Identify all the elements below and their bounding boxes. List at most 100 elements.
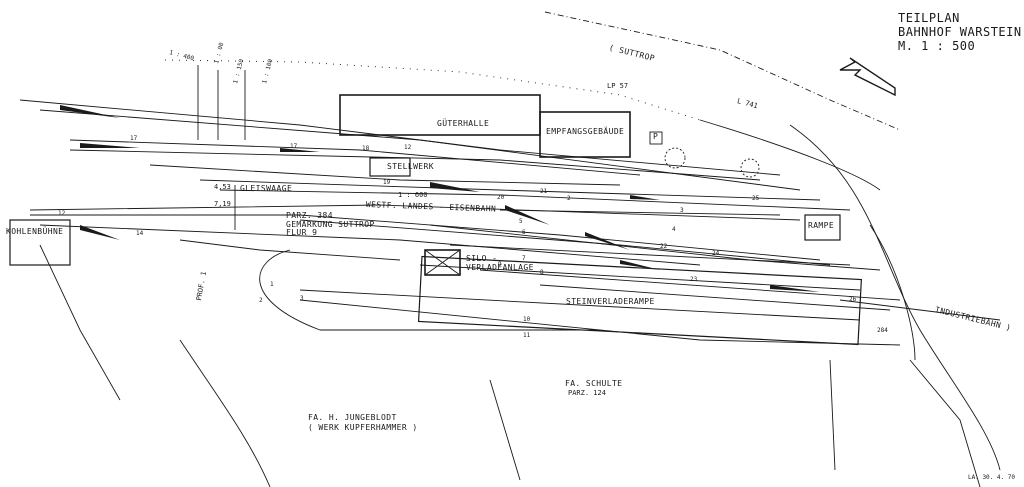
track-number: 22 [660,243,668,250]
switch-wedge-5 [505,205,550,225]
track-number: 2 [567,195,571,202]
track-number: 20 [497,194,505,201]
label-empfangsgebaeude: EMPFANGSGEBÄUDE [546,127,625,136]
label-date: LA. 30. 4. 70 [968,474,1015,481]
label-parz384: PARZ. 384 [286,211,333,220]
steinverladerampe-outline [417,255,863,346]
track-number: 23 [690,276,698,283]
track-curve-loop [259,249,600,331]
track-number: 7 [522,255,526,262]
track-number: 9 [498,261,502,268]
label-werk: ( WERK KUPFERHAMMER ) [308,423,418,432]
switch-wedge-7 [620,260,660,270]
track-number: 18 [362,145,370,152]
track-number: 26 [849,296,857,303]
rampe-box [804,214,841,241]
label-dim-453: 4,53 [214,183,231,191]
road-suttrop [544,11,901,131]
track-number: 12 [58,210,66,217]
switch-wedge-6 [585,232,630,250]
track-21 [219,189,851,211]
road-outer-curve [789,124,1001,471]
switch-wedge-9 [80,225,120,240]
track-14 [39,224,701,266]
track-17 [69,139,641,176]
track-number: 3 [300,295,304,302]
track-number: 12 [404,144,412,151]
switch-wedge-10 [630,195,660,200]
track-industriebahn [839,299,1001,321]
track-number: 19 [383,179,391,186]
track-number: 4 [672,226,676,233]
track-curve-west [179,239,401,261]
track-upper-2 [39,109,801,191]
label-parz124: PARZ. 124 [568,389,606,397]
ground-boundary-left [39,244,121,401]
tree-circle-2 [740,158,760,178]
switch-wedge-8 [770,285,820,292]
dim-boundary-right [909,359,981,487]
label-schulte: FA. SCHULTE [565,379,623,388]
track-number: 17 [130,135,138,142]
track-number: 24 [712,250,720,257]
track-18 [69,149,761,181]
stellwerk-building [369,157,411,177]
kohlenbuehne-box [9,219,71,266]
label-flur: FLUR 9 [286,228,318,237]
track-3 [499,209,781,216]
track-number: 2 [259,297,263,304]
label-stellwerk: STELLWERK [387,162,434,171]
label-jungebloedt: FA. H. JUNGEBLODT [308,413,397,422]
track-number: 5 [519,218,523,225]
tree-circle-1 [664,147,686,169]
silo-cross [424,249,461,276]
track-number: 14 [136,230,144,237]
track-number: 6 [522,229,526,236]
label-scale-600: 1 : 600 [398,191,428,199]
label-gueterhalle: GÜTERHALLE [437,119,490,128]
switch-wedge-3 [280,148,320,152]
switch-wedge-1 [60,105,120,118]
track-8 [419,264,861,291]
track-10 [299,289,861,321]
track-12 [29,204,801,221]
title-line-2: BAHNHOF WARSTEIN [898,25,1022,39]
dim-boundary-bottom-1 [489,379,521,481]
track-4 [449,244,851,266]
track-number: 25 [752,195,760,202]
label-dim-719: 7,19 [214,200,231,208]
gueterhalle-building [339,94,541,136]
silo-building [424,249,461,276]
track-number: 1 [270,281,274,288]
label-silo: SILO - [466,254,498,263]
track-19 [149,164,621,186]
parking-box [649,131,663,145]
road-inner-curve [869,224,916,361]
track-number: 11 [523,332,531,339]
label-steinverladerampe: STEINVERLADERAMPE [566,297,655,306]
track-20 [199,179,821,201]
empfangsgebaeude-building [539,111,631,158]
title-line-3: M. 1 : 500 [898,39,976,53]
track-23 [479,269,901,301]
track-26 [539,284,891,311]
track-number: 284 [877,327,888,334]
switch-wedge-2 [80,143,140,148]
label-kohlenbuehne: KOHLENBÜHNE [6,227,64,236]
road-left-curve [179,339,271,487]
track-17-top [19,99,781,176]
track-11 [299,299,901,346]
switch-wedge-4 [430,182,480,192]
track-number: 8 [540,269,544,276]
track-number: 10 [523,316,531,323]
track-5 [299,219,831,266]
label-lp57: LP 57 [607,82,629,90]
track-number: 21 [540,188,548,195]
label-verladeanlage: VERLADEANLAGE [466,263,534,272]
north-arrow [839,57,896,97]
label-gleiswaage: GLEISWAAGE [240,184,293,193]
road-l741 [699,119,881,191]
label-gemarkung: GEMARKUNG SUTTROP [286,220,375,229]
title-line-1: TEILPLAN [898,11,960,25]
